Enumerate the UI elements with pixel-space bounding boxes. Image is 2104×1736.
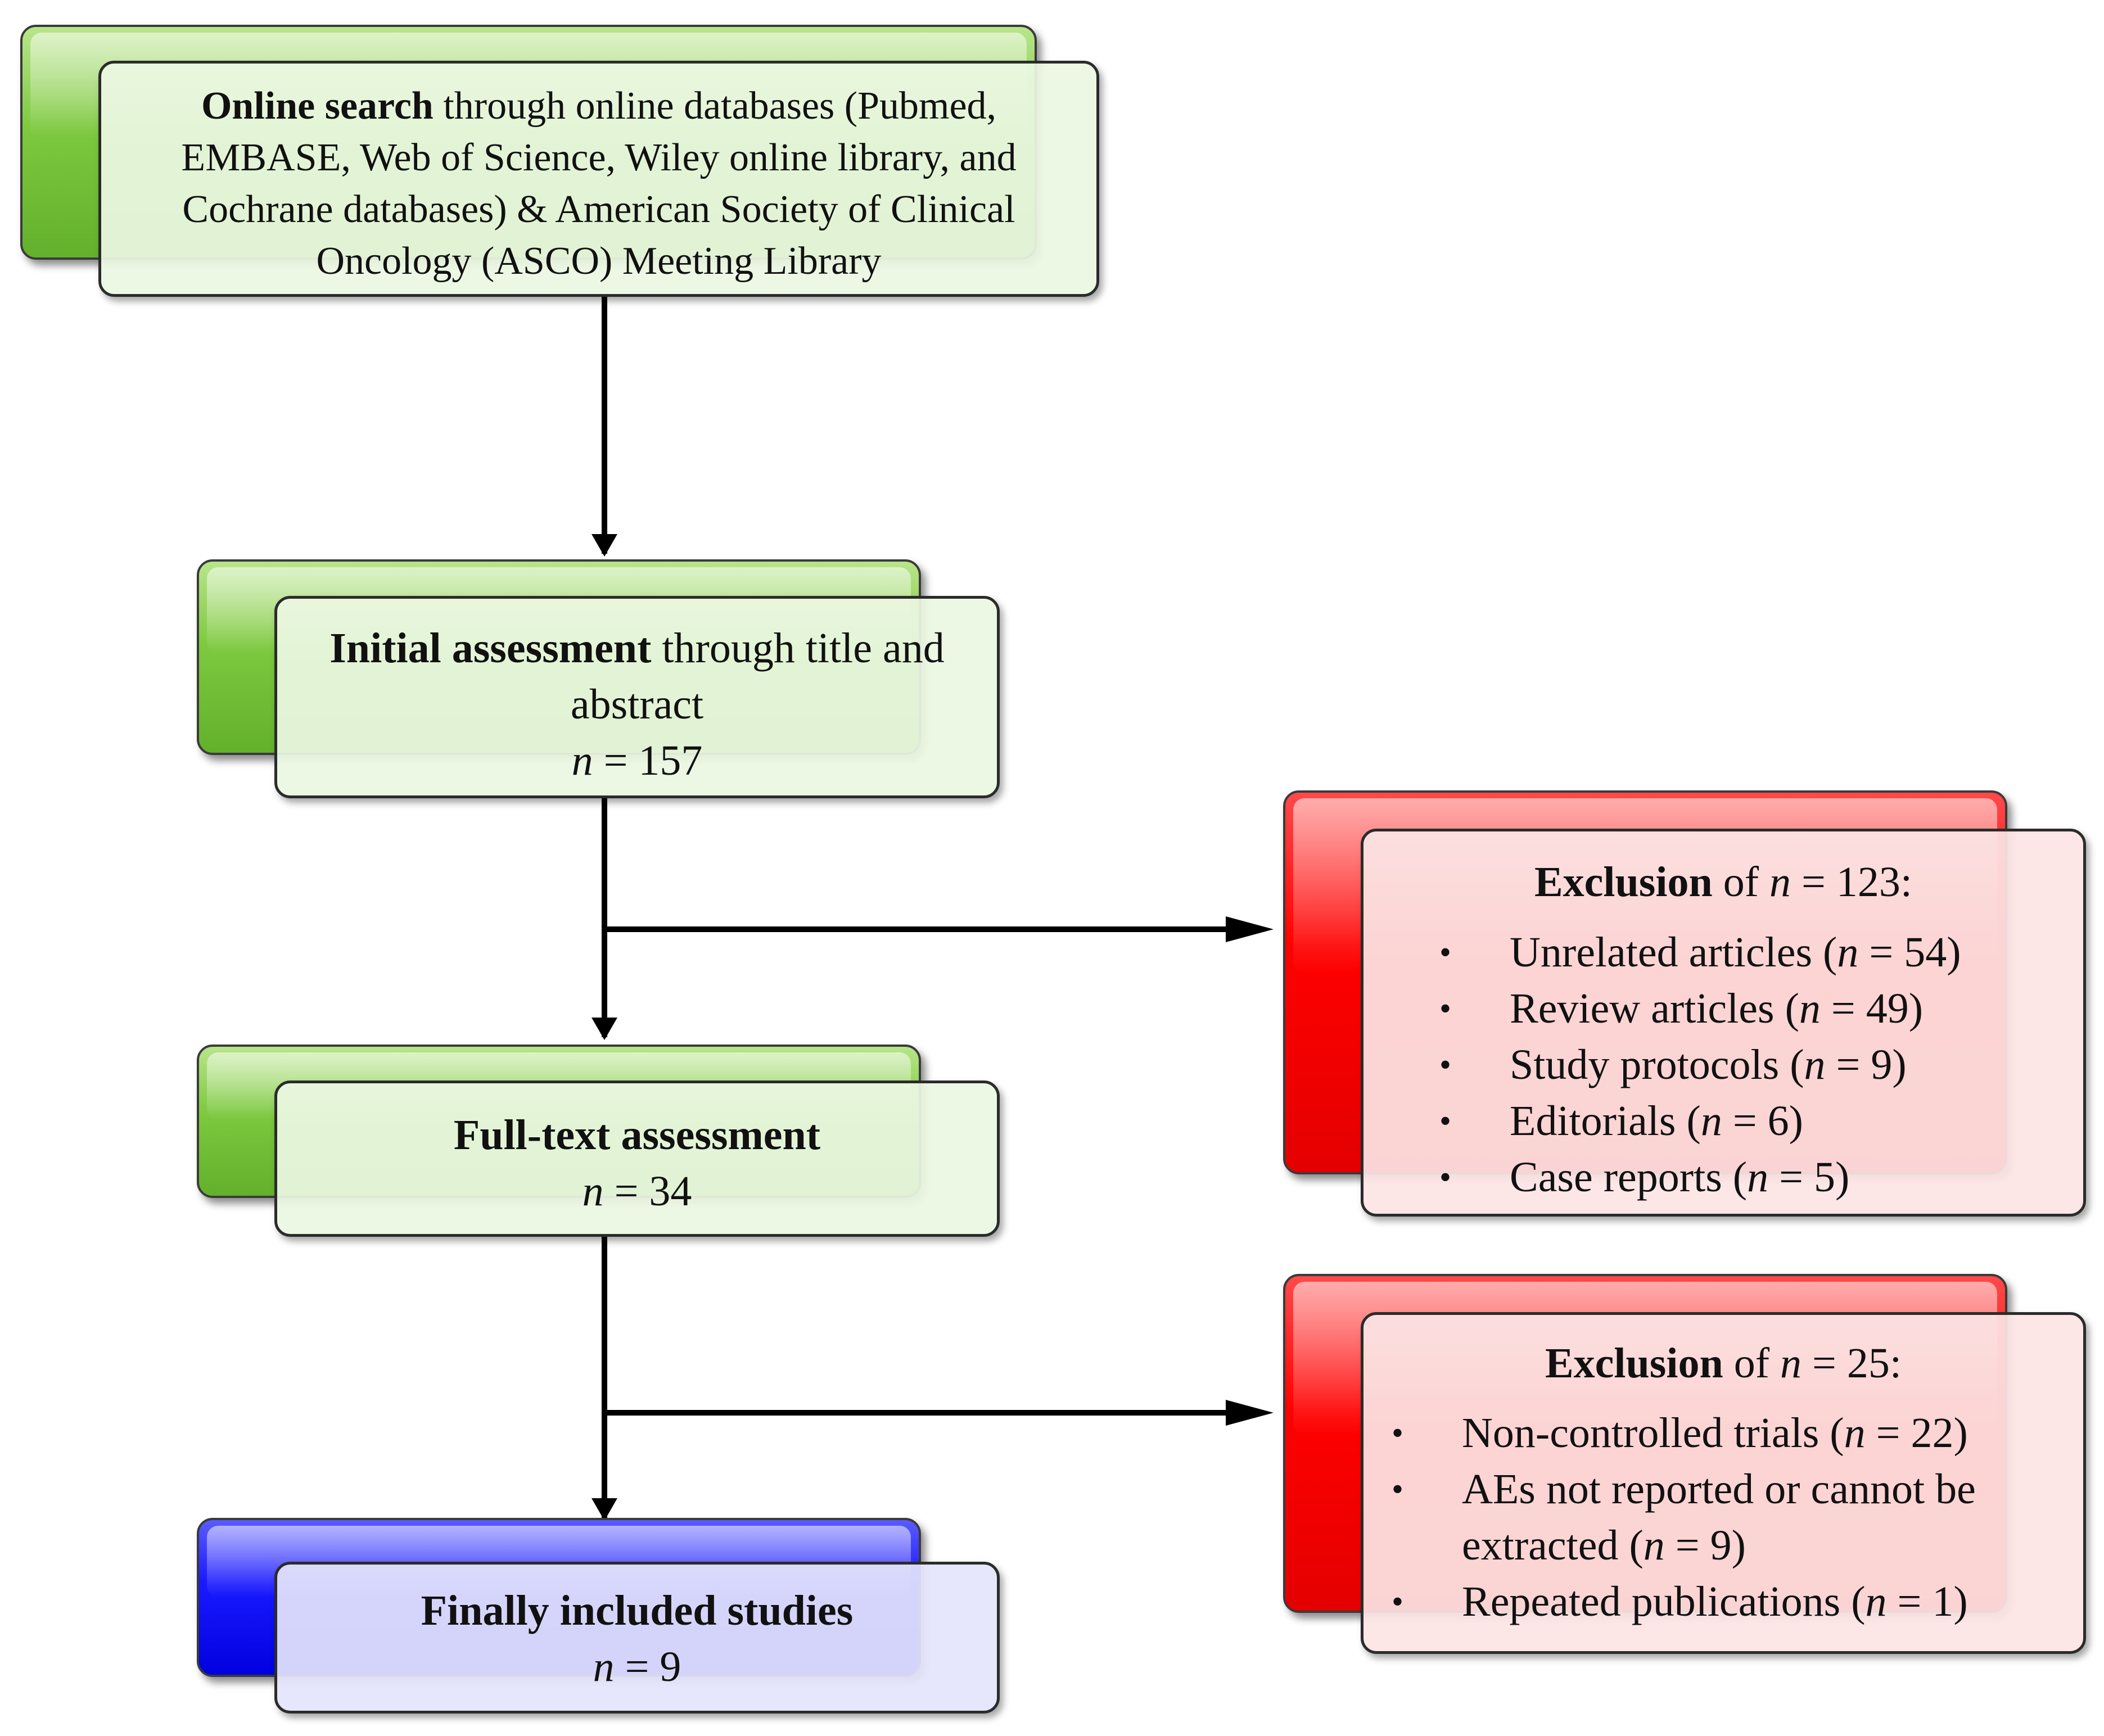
initial-box-text: Initial assessment through title and abs… xyxy=(277,620,997,789)
exclusion-1-n-value: = 123: xyxy=(1802,858,1913,906)
initial-n-value: = 157 xyxy=(603,737,703,784)
fulltext-n-label: n xyxy=(582,1168,604,1215)
bullet-icon: • xyxy=(1439,1102,1452,1140)
list-item: •Case reports (n = 5) xyxy=(1363,1149,2083,1205)
fulltext-title: Full-text assessment xyxy=(453,1111,821,1159)
list-item: •Unrelated articles (n = 54) xyxy=(1363,924,2083,980)
exclusion-1-box: Exclusion of n = 123: •Unrelated article… xyxy=(1361,829,2086,1217)
final-n-value: = 9 xyxy=(625,1643,681,1690)
initial-n-label: n xyxy=(571,737,593,784)
arrowhead xyxy=(1226,916,1274,942)
arrowhead xyxy=(592,1018,617,1040)
list-item: •Editorials (n = 6) xyxy=(1363,1093,2083,1149)
exclusion-1-of: of xyxy=(1723,858,1759,906)
fulltext-n-value: = 34 xyxy=(614,1168,692,1215)
exclusion-2-list: •Non-controlled trials (n = 22) •AEs not… xyxy=(1363,1405,2083,1630)
arrowhead xyxy=(1226,1400,1274,1426)
fulltext-box-text: Full-text assessment n = 34 xyxy=(277,1107,997,1219)
bullet-icon: • xyxy=(1439,1046,1452,1083)
final-box: Finally included studies n = 9 xyxy=(274,1562,1000,1714)
bullet-icon: • xyxy=(1439,934,1452,971)
final-title: Finally included studies xyxy=(421,1587,854,1634)
initial-box: Initial assessment through title and abs… xyxy=(274,596,1000,798)
exclusion-2-of: of xyxy=(1733,1340,1770,1387)
initial-rest: through title and xyxy=(662,625,945,672)
exclusion-1-n-label: n xyxy=(1769,858,1791,906)
search-line-2: EMBASE, Web of Science, Wiley online lib… xyxy=(181,136,1017,179)
list-item: •Study protocols (n = 9) xyxy=(1363,1037,2083,1093)
exclusion-2-n-value: = 25: xyxy=(1812,1340,1902,1387)
list-item: •Review articles (n = 49) xyxy=(1363,980,2083,1037)
exclusion-1-bold: Exclusion xyxy=(1534,858,1713,906)
exclusion-1-title: Exclusion of n = 123: xyxy=(1363,854,2083,910)
bullet-icon: • xyxy=(1392,1471,1404,1508)
bullet-icon: • xyxy=(1392,1583,1404,1620)
arrowhead xyxy=(592,534,617,557)
exclusion-2-box: Exclusion of n = 25: •Non-controlled tri… xyxy=(1361,1312,2086,1654)
bullet-icon: • xyxy=(1439,1159,1452,1196)
search-title: Online search xyxy=(201,84,434,128)
exclusion-2-bold: Exclusion xyxy=(1545,1340,1723,1387)
fulltext-box: Full-text assessment n = 34 xyxy=(274,1081,1000,1237)
search-line-3: Cochrane databases) & American Society o… xyxy=(182,188,1015,231)
search-box: Online search through online databases (… xyxy=(98,61,1099,297)
exclusion-2-title: Exclusion of n = 25: xyxy=(1363,1335,2083,1391)
arrowhead xyxy=(592,1498,617,1521)
bullet-icon: • xyxy=(1392,1414,1404,1452)
search-line-1: through online databases (Pubmed, xyxy=(443,84,997,128)
exclusion-1-list: •Unrelated articles (n = 54) •Review art… xyxy=(1363,924,2083,1205)
final-box-text: Finally included studies n = 9 xyxy=(277,1583,997,1695)
search-line-4: Oncology (ASCO) Meeting Library xyxy=(316,239,882,283)
bullet-icon: • xyxy=(1439,990,1452,1027)
initial-title: Initial assessment xyxy=(329,625,652,672)
exclusion-2-n-label: n xyxy=(1780,1340,1802,1387)
search-box-text: Online search through online databases (… xyxy=(101,80,1096,287)
initial-line-2: abstract xyxy=(570,681,704,728)
list-item: •Repeated publications (n = 1) xyxy=(1363,1574,2083,1630)
list-item: •Non-controlled trials (n = 22) xyxy=(1363,1405,2083,1461)
final-n-label: n xyxy=(593,1643,615,1690)
